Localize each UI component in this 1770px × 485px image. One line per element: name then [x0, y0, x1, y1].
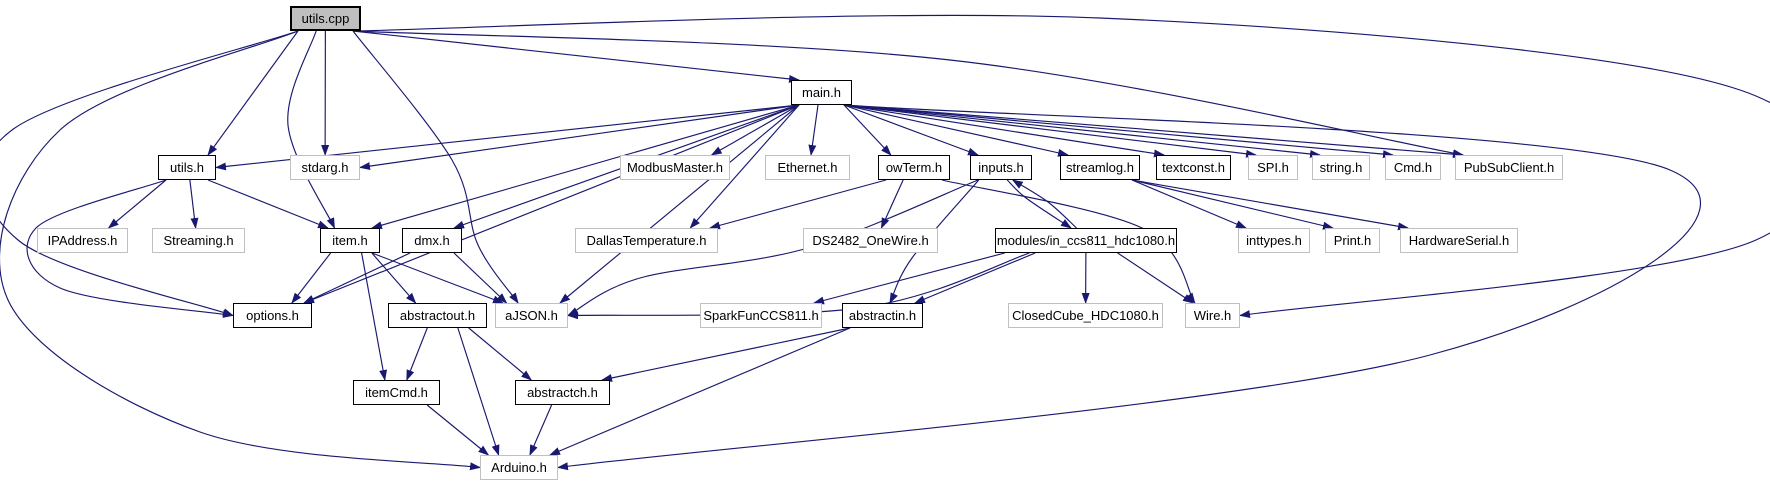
edge-inputs_h-to-ajson_h [567, 179, 979, 317]
node-abstractout-h[interactable]: abstractout.h [388, 303, 487, 328]
node-abstractin-h[interactable]: abstractin.h [842, 303, 923, 328]
edge-modules_in_ccs811_hdc1080_h-to-inputs_h [1011, 179, 1077, 229]
edge-utils_cpp-to-utils_h [207, 30, 299, 156]
edge-utils_cpp-to-main_h [352, 30, 800, 83]
edge-utils_h-to-ipaddress_h [107, 179, 167, 229]
edge-utils_cpp-to-item_h [287, 30, 336, 229]
edge-main_h-to-ethernet_h [808, 104, 819, 156]
edge-owterm_h-to-wire_h [941, 179, 1196, 304]
edge-main_h-to-inputs_h [843, 104, 979, 156]
edge-utils_cpp-to-ajson_h [352, 30, 519, 304]
edge-streamlog_h-to-print_h [1131, 179, 1334, 230]
node-owterm-h[interactable]: owTerm.h [878, 155, 950, 180]
edge-abstractout_h-to-abstractch_h [468, 327, 533, 381]
node-item-h[interactable]: item.h [320, 228, 380, 253]
node-print-h: Print.h [1325, 228, 1380, 253]
edge-item_h-to-abstractout_h [371, 252, 417, 304]
edge-modules_in_ccs811_hdc1080_h-to-sparkfunccs811_h [813, 252, 1005, 305]
node-streamlog-h[interactable]: streamlog.h [1060, 155, 1140, 180]
edge-main_h-to-string_h [843, 104, 1321, 158]
node-string-h: string.h [1312, 155, 1370, 180]
edge-streamlog_h-to-inttypes_h [1131, 179, 1247, 229]
node-pubsubclient-h: PubSubClient.h [1455, 155, 1563, 180]
node-main-h[interactable]: main.h [791, 80, 852, 105]
edge-abstractout_h-to-itemcmd_h [406, 327, 428, 381]
edge-utils_cpp-to-pubsubclient_h [352, 30, 1464, 158]
edge-utils_cpp-to-wire_h [352, 14, 1770, 319]
node-utils-cpp: utils.cpp [290, 6, 361, 31]
edge-main_h-to-item_h [371, 104, 800, 230]
edge-streamlog_h-to-hardwareserial_h [1131, 179, 1409, 231]
node-streaming-h: Streaming.h [152, 228, 245, 253]
node-arduino-h: Arduino.h [480, 455, 558, 480]
node-ipaddress-h: IPAddress.h [37, 228, 128, 253]
node-modbusmaster-h: ModbusMaster.h [620, 155, 730, 180]
edge-abstractin_h-to-arduino_h [549, 327, 851, 456]
node-dmx-h[interactable]: dmx.h [402, 228, 462, 253]
edge-main_h-to-modbusmaster_h [710, 104, 800, 156]
edge-abstractch_h-to-arduino_h [529, 404, 553, 456]
node-options-h[interactable]: options.h [233, 303, 312, 328]
node-hardwareserial-h: HardwareSerial.h [1400, 228, 1518, 253]
node-abstractch-h[interactable]: abstractch.h [515, 380, 610, 405]
node-utils-h[interactable]: utils.h [158, 155, 216, 180]
edge-main_h-to-spi_h [843, 104, 1257, 158]
edge-inputs_h-to-abstractin_h [889, 179, 980, 304]
node-closedcube-hdc1080-h: ClosedCube_HDC1080.h [1008, 303, 1163, 328]
edge-abstractin_h-to-abstractch_h [601, 327, 851, 382]
edge-main_h-to-arduino_h [557, 104, 1701, 471]
node-itemcmd-h[interactable]: itemCmd.h [353, 380, 440, 405]
edge-dmx_h-to-ajson_h [453, 252, 508, 304]
node-sparkfunccs811-h: SparkFunCCS811.h [700, 303, 822, 328]
node-ds2482-onewire-h: DS2482_OneWire.h [803, 228, 938, 253]
edge-main_h-to-stdarg_h [359, 104, 800, 171]
edge-utils_cpp-to-options_h [0, 30, 299, 317]
edge-main_h-to-ajson_h [559, 104, 800, 304]
node-cmd-h: Cmd.h [1385, 155, 1441, 180]
edge-main_h-to-owterm_h [843, 104, 892, 156]
node-stdarg-h: stdarg.h [290, 155, 360, 180]
node-textconst-h[interactable]: textconst.h [1156, 155, 1231, 180]
edge-owterm_h-to-dallastemperature_h [709, 179, 887, 230]
edge-modules_in_ccs811_hdc1080_h-to-wire_h [1117, 252, 1194, 304]
node-ajson-h: aJSON.h [495, 303, 568, 328]
edge-main_h-to-dallastemperature_h [689, 104, 800, 229]
edge-main_h-to-streamlog_h [843, 104, 1069, 157]
edge-main_h-to-pubsubclient_h [843, 104, 1464, 159]
node-wire-h: Wire.h [1185, 303, 1240, 328]
node-spi-h: SPI.h [1248, 155, 1298, 180]
node-modules-in-ccs811-hdc1080-h[interactable]: modules/in_ccs811_hdc1080.h [995, 228, 1177, 253]
edge-utils_cpp-to-arduino_h [0, 30, 481, 471]
edge-dmx_h-to-options_h [303, 252, 411, 304]
edge-inputs_h-to-modules_in_ccs811_hdc1080_h [1006, 179, 1072, 229]
edge-main_h-to-cmd_h [843, 104, 1394, 159]
node-ethernet-h: Ethernet.h [765, 155, 850, 180]
edge-item_h-to-options_h [291, 252, 332, 304]
node-dallastemperature-h: DallasTemperature.h [575, 228, 718, 253]
node-inttypes-h: inttypes.h [1238, 228, 1310, 253]
edge-itemcmd_h-to-arduino_h [426, 404, 490, 456]
edge-modules_in_ccs811_hdc1080_h-to-abstractin_h [914, 252, 1036, 304]
edge-item_h-to-ajson_h [371, 252, 504, 304]
edge-abstractout_h-to-arduino_h [457, 327, 500, 456]
edge-main_h-to-textconst_h [843, 104, 1165, 158]
edge-utils_h-to-streaming_h [189, 179, 199, 229]
edge-utils_h-to-options_h [26, 179, 234, 318]
edge-utils_h-to-item_h [207, 179, 329, 229]
node-inputs-h[interactable]: inputs.h [970, 155, 1032, 180]
